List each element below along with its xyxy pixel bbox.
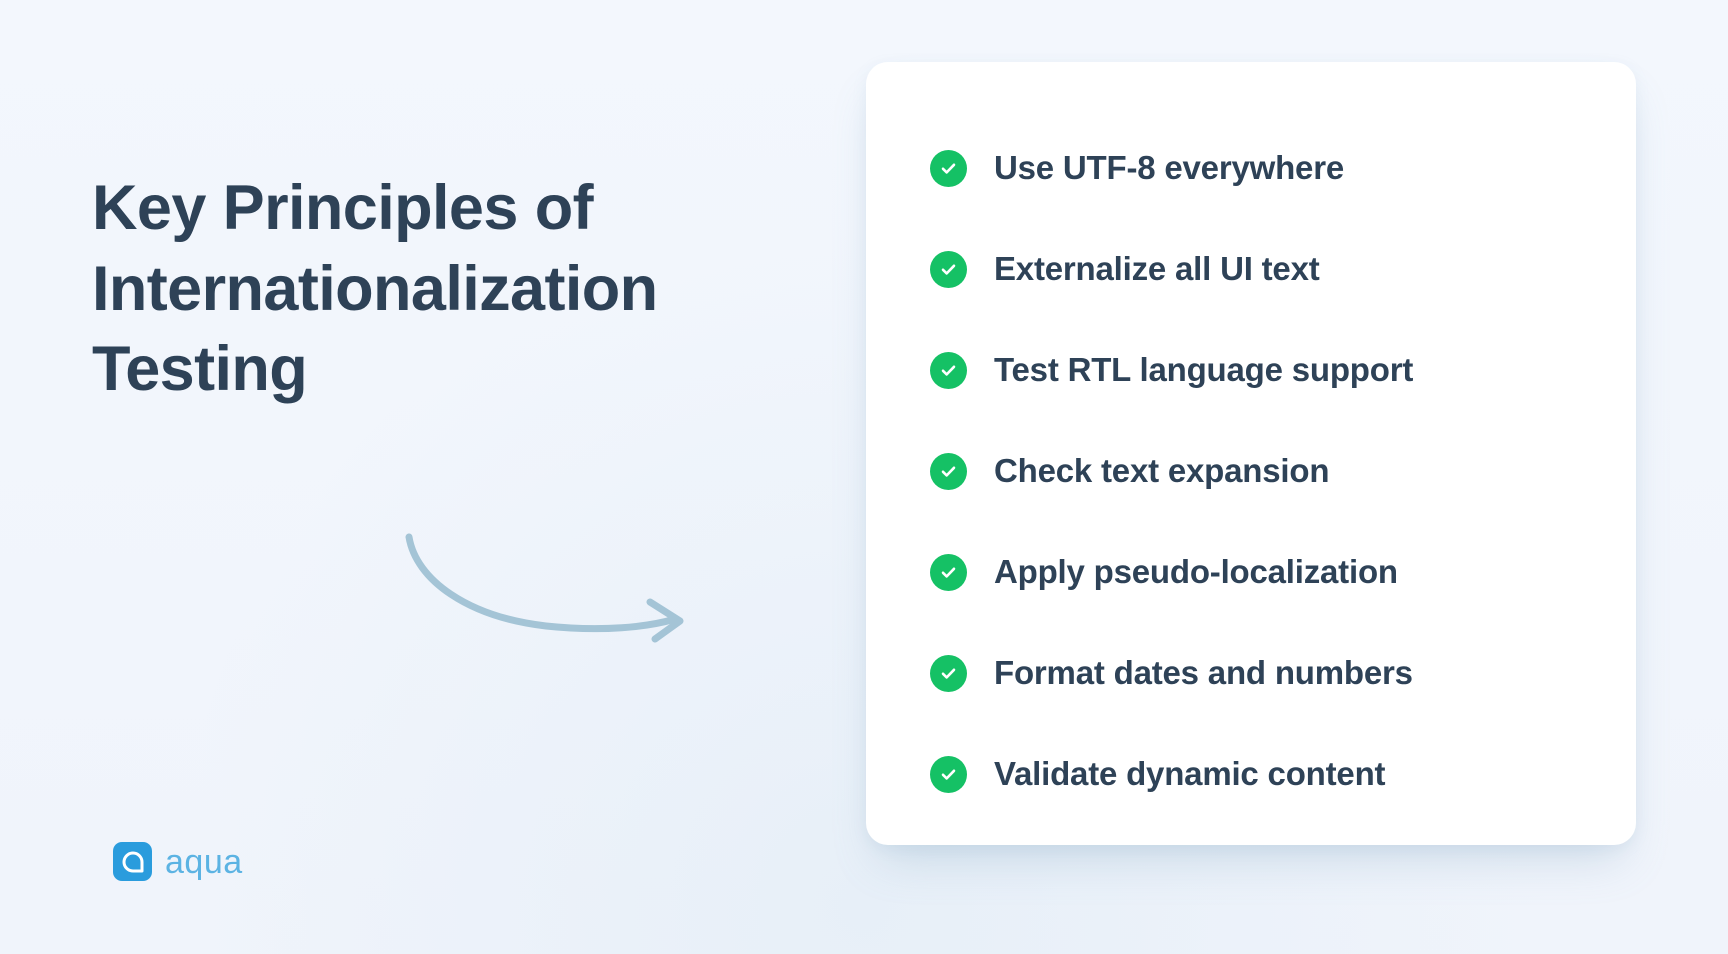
list-item: Apply pseudo-localization bbox=[930, 522, 1596, 623]
list-item: Check text expansion bbox=[930, 421, 1596, 522]
list-item-label: Check text expansion bbox=[994, 452, 1330, 490]
check-circle-icon bbox=[930, 756, 967, 793]
check-circle-icon bbox=[930, 150, 967, 187]
brand-logo[interactable]: aqua bbox=[113, 842, 243, 881]
list-item: Use UTF-8 everywhere bbox=[930, 118, 1596, 219]
check-circle-icon bbox=[930, 251, 967, 288]
list-item-label: Validate dynamic content bbox=[994, 755, 1386, 793]
left-column: Key Principles of Internationalization T… bbox=[0, 0, 780, 954]
check-circle-icon bbox=[930, 655, 967, 692]
list-item: Test RTL language support bbox=[930, 320, 1596, 421]
list-item-label: Test RTL language support bbox=[994, 351, 1414, 389]
list-item: Format dates and numbers bbox=[930, 623, 1596, 724]
brand-wordmark: aqua bbox=[165, 842, 243, 881]
check-circle-icon bbox=[930, 554, 967, 591]
page-title: Key Principles of Internationalization T… bbox=[92, 173, 658, 405]
list-item-label: Format dates and numbers bbox=[994, 654, 1413, 692]
list-item: Externalize all UI text bbox=[930, 219, 1596, 320]
list-item-label: Externalize all UI text bbox=[994, 250, 1320, 288]
check-circle-icon bbox=[930, 453, 967, 490]
check-circle-icon bbox=[930, 352, 967, 389]
list-item: Validate dynamic content bbox=[930, 724, 1596, 825]
list-item-label: Apply pseudo-localization bbox=[994, 553, 1398, 591]
aqua-logo-mark bbox=[113, 842, 152, 881]
list-item-label: Use UTF-8 everywhere bbox=[994, 149, 1344, 187]
curved-arrow-icon bbox=[398, 525, 698, 645]
